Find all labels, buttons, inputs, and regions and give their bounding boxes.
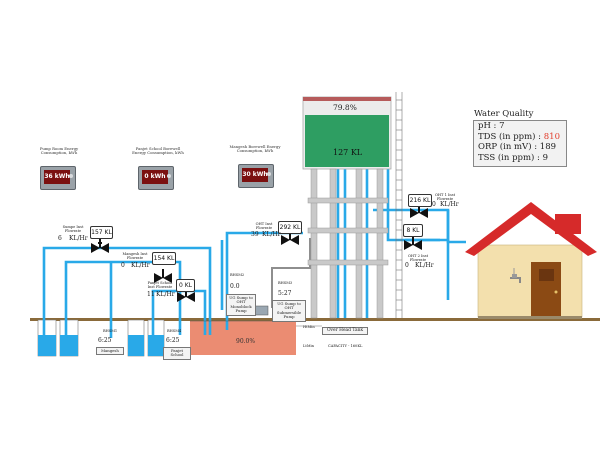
- sump-tank: [190, 321, 296, 355]
- flow-meter-icon: 292 KL: [278, 221, 302, 234]
- water-quality-panel: pH : 7 TDS (in ppm) : 810 ORP (in mV) : …: [473, 120, 567, 167]
- wq-orp-label: ORP (in mV) :: [478, 142, 540, 152]
- sump-pump-id: BHSM2: [230, 273, 245, 277]
- tank-level-percent: 79.8%: [333, 103, 357, 112]
- flow-caption: OHT 1 Inst Flowrate: [434, 193, 456, 202]
- energy-meter-value: 36 kWh: [44, 170, 70, 184]
- meter-knob: [69, 174, 73, 178]
- flow-caption: Panjet School Inst Flowrate: [147, 281, 173, 290]
- energy-meter-icon: 36 kWh: [40, 166, 76, 190]
- energy-meter-panjet: Panjet School Borewell Energy Consumptio…: [129, 146, 187, 156]
- wq-tds-row: TDS (in ppm) : 810: [474, 132, 566, 143]
- flow-rate: 0: [405, 262, 409, 269]
- submersible-pump-id: BHSM3: [278, 281, 293, 285]
- overhead-tank: [302, 92, 403, 319]
- energy-meter-icon: 30 kWh: [238, 164, 274, 188]
- tank-volume: 127 KL: [333, 148, 363, 157]
- monoblock-pump-tag: UG Sump to OHT Monoblock Pump: [226, 294, 256, 316]
- submersible-pump-tag: UG Sump to OHT Submersible Pump: [272, 300, 306, 322]
- flow-meter-icon: 8 KL: [403, 224, 423, 237]
- tap-icon: [510, 268, 521, 283]
- grey-pipe: [271, 238, 311, 308]
- energy-meter-caption: Panjet School Borewell Energy Consumptio…: [132, 146, 184, 156]
- flow-meter-icon: 0 KL: [176, 279, 195, 292]
- energy-meter-mangesh: Mangesh Borewell Energy Consumption, kWh: [226, 144, 284, 154]
- tank-name-box: Over Head Tank: [322, 327, 368, 336]
- energy-meter-value: 0 kWh: [142, 170, 168, 184]
- borewell-time: 6:25: [166, 337, 180, 344]
- borewell-id: BHSM4: [167, 329, 182, 333]
- tank-capacity: CAPACITY - 160KL: [328, 344, 363, 348]
- flow-unit: KL/Hr: [262, 231, 281, 238]
- valve-icons: [91, 204, 428, 302]
- flow-unit: KL/Hr: [440, 201, 459, 208]
- wq-orp-row: ORP (in mV) : 189: [474, 142, 566, 153]
- tank-side-label: LtMin: [303, 344, 314, 348]
- wq-tss-row: TSS (in ppm) : 9: [474, 153, 566, 164]
- flow-rate: 39: [251, 231, 259, 238]
- energy-meter-pump-room: Pump Room Energy Consumption, kWh: [30, 146, 88, 156]
- flow-meter-icon: 216 KL: [408, 194, 432, 207]
- flow-rate: 0: [121, 262, 125, 269]
- flow-meter-icon: 157 KL: [90, 226, 113, 239]
- wq-tds-value: 810: [543, 131, 560, 142]
- energy-meter-icon: 0 kWh: [138, 166, 174, 190]
- wq-orp-value: 189: [539, 142, 557, 152]
- flow-caption: Sumpe Inst Flowrate: [62, 225, 84, 234]
- energy-meter-caption: Mangesh Borewell Energy Consumption, kWh: [229, 144, 281, 154]
- flow-unit: KL/Hr: [69, 235, 88, 242]
- wq-tss-label: TSS (in ppm) :: [478, 152, 543, 163]
- flow-rate: 11: [147, 291, 155, 298]
- flow-caption: OHT Inst Flowrate: [255, 222, 273, 231]
- borewell-time: 6:25: [98, 337, 112, 344]
- wq-tds-label: TDS (in ppm) :: [478, 131, 544, 142]
- borewell-name-tag: Mangesh: [96, 347, 124, 356]
- energy-meter-value: 30 kWh: [242, 168, 268, 182]
- tank-water-fill: [305, 115, 389, 167]
- borewell-id: BHSM1: [103, 329, 118, 333]
- house-icon: [465, 202, 597, 319]
- wq-ph-label: pH :: [478, 121, 500, 131]
- ground-line: [30, 318, 600, 321]
- meter-knob: [167, 174, 171, 178]
- water-quality-title: Water Quality: [474, 109, 534, 119]
- flow-caption: Mangesh Inst Flowrate: [122, 252, 148, 261]
- borewell-tubes: [37, 319, 165, 357]
- flow-unit: KL/Hr: [131, 262, 150, 269]
- submersible-pump-time: 5:27: [278, 290, 292, 297]
- energy-meter-caption: Pump Room Energy Consumption, kWh: [39, 146, 79, 156]
- borewell-name-tag: Panjet School: [163, 347, 191, 360]
- flow-meter-icon: 154 KL: [152, 252, 176, 265]
- wq-ph-row: pH : 7: [474, 121, 566, 132]
- flow-rate: 0: [432, 201, 436, 208]
- flow-rate: 6: [58, 235, 62, 242]
- meter-knob: [267, 172, 271, 176]
- wq-tss-value: 9: [542, 152, 549, 163]
- sump-pump-time: 0.0: [230, 283, 240, 290]
- wq-ph-value: 7: [499, 121, 505, 131]
- sump-level: 90.0%: [236, 338, 256, 345]
- tank-side-label: HtMin: [303, 325, 315, 329]
- flow-caption: OHT 2 Inst Flowrate: [407, 254, 429, 263]
- flow-unit: KL/Hr: [156, 291, 175, 298]
- flow-unit: KL/Hr: [415, 262, 434, 269]
